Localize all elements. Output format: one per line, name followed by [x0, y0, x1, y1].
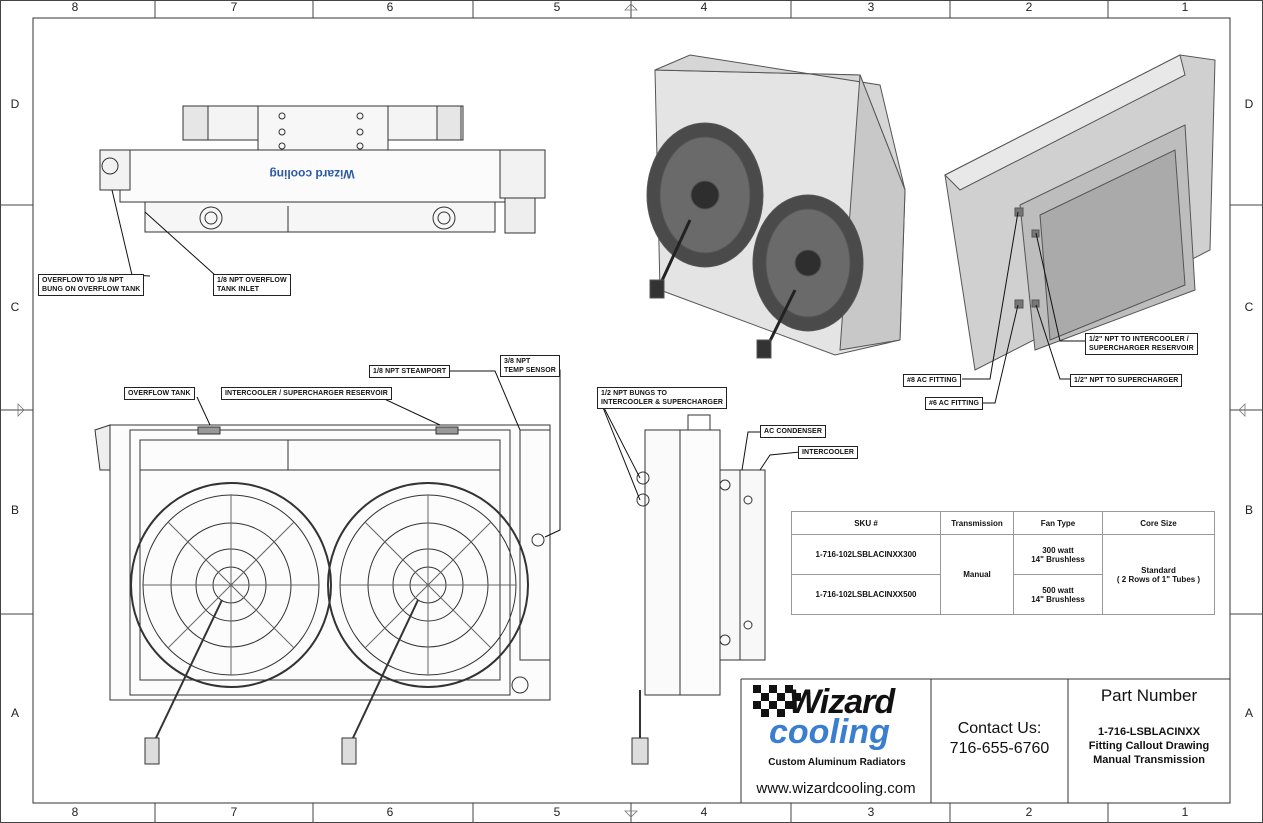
wizard-cooling-logo: Wizard cooling Custom Aluminum Radiators… — [741, 679, 931, 801]
front-view — [94, 424, 551, 765]
part-number: 1-716-LSBLACINXX — [1097, 726, 1201, 738]
callout-line: 1/2 NPT BUNGS TO — [601, 390, 668, 397]
zone-row-c-left: C — [10, 300, 20, 314]
cell-transmission: Manual — [940, 534, 1014, 615]
zone-col-5-bottom: 5 — [553, 805, 561, 819]
callout-overflow-tank-inlet: 1/8 NPT OVERFLOW TANK INLET — [213, 274, 291, 296]
header-transmission: Transmission — [940, 511, 1014, 535]
zone-row-a-left: A — [10, 706, 19, 720]
logo-wizard: Wizard — [789, 683, 895, 721]
core-size-name: Standard — [1141, 565, 1176, 575]
header-sku: SKU # — [791, 511, 941, 535]
callout-line: INTERCOOLER / SUPERCHARGER RESERVOIR — [225, 390, 388, 397]
callout-line: OVERFLOW TANK — [128, 390, 191, 397]
cell-core-size: Standard ( 2 Rows of 1" Tubes ) — [1102, 534, 1215, 615]
zone-row-b-right: B — [1244, 503, 1253, 517]
fan-desc: 14" Brushless — [1031, 594, 1085, 604]
callout-line: INTERCOOLER — [802, 449, 855, 456]
callout-temp-sensor: 3/8 NPT TEMP SENSOR — [500, 355, 560, 377]
cell-fan-type: 500 watt 14" Brushless — [1013, 574, 1103, 615]
table-row: 1-716-102LSBLACINXX300 Manual 300 watt 1… — [791, 534, 1215, 615]
table-row: 1-716-102LSBLACINXX500 500 watt 14" Brus… — [791, 574, 1215, 615]
callout-line: OVERFLOW TO 1/8 NPT — [42, 277, 124, 284]
zone-row-c-right: C — [1244, 300, 1254, 314]
zone-col-7-bottom: 7 — [230, 805, 238, 819]
cell-fan-type: 300 watt 14" Brushless — [1013, 534, 1103, 575]
callout-line: 1/2" NPT TO SUPERCHARGER — [1074, 377, 1179, 384]
callout-line: BUNG ON OVERFLOW TANK — [42, 286, 141, 293]
callout-line: 1/2" NPT TO INTERCOOLER / — [1089, 336, 1189, 343]
contact-label: Contact Us: — [957, 720, 1042, 737]
callout-line: 1/8 NPT STEAMPORT — [373, 368, 447, 375]
top-view-logo: Wizard cooling — [269, 167, 354, 181]
zone-col-8-top: 8 — [71, 0, 79, 14]
zone-col-6-bottom: 6 — [386, 805, 394, 819]
logo-cooling: cooling — [769, 713, 890, 751]
callout-npt-to-intercooler-reservoir: 1/2" NPT TO INTERCOOLER / SUPERCHARGER R… — [1085, 333, 1198, 355]
part-number-label: Part Number — [1100, 686, 1198, 705]
checkered-flag-icon — [753, 685, 801, 717]
callout-line: AC CONDENSER — [764, 428, 822, 435]
zone-row-a-right: A — [1244, 706, 1253, 720]
zone-col-3-bottom: 3 — [867, 805, 875, 819]
spec-table: SKU # Transmission Fan Type Core Size 1-… — [791, 511, 1215, 615]
callout-intercooler: INTERCOOLER — [798, 446, 859, 459]
callout-line: TANK INLET — [217, 286, 260, 293]
zone-row-d-left: D — [10, 97, 20, 111]
callout-line: SUPERCHARGER RESERVOIR — [1089, 345, 1194, 352]
iso-back-view — [944, 54, 1216, 371]
zone-col-4-bottom: 4 — [700, 805, 708, 819]
zone-col-7-top: 7 — [230, 0, 238, 14]
iso-front-view — [646, 54, 906, 359]
zone-col-2-top: 2 — [1025, 0, 1033, 14]
zone-col-2-bottom: 2 — [1025, 805, 1033, 819]
callout-line: #6 AC FITTING — [929, 400, 980, 407]
callout-ac6-fitting: #6 AC FITTING — [925, 397, 984, 410]
callout-intercooler-reservoir: INTERCOOLER / SUPERCHARGER RESERVOIR — [221, 387, 392, 400]
table-header-row: SKU # Transmission Fan Type Core Size — [791, 511, 1215, 535]
callout-line: #8 AC FITTING — [907, 377, 958, 384]
drawing-description: Fitting Callout Drawing — [1088, 740, 1210, 752]
fan-desc: 14" Brushless — [1031, 554, 1085, 564]
zone-col-8-bottom: 8 — [71, 805, 79, 819]
callout-line: 3/8 NPT — [504, 358, 531, 365]
core-size-desc: ( 2 Rows of 1" Tubes ) — [1116, 574, 1201, 584]
zone-col-6-top: 6 — [386, 0, 394, 14]
zone-col-1-bottom: 1 — [1181, 805, 1189, 819]
header-core-size: Core Size — [1102, 511, 1215, 535]
contact-phone: 716-655-6760 — [949, 740, 1050, 757]
callout-overflow-to-npt: OVERFLOW TO 1/8 NPT BUNG ON OVERFLOW TAN… — [38, 274, 145, 296]
zone-col-4-top: 4 — [700, 0, 708, 14]
zone-col-3-top: 3 — [867, 0, 875, 14]
callout-npt-bungs: 1/2 NPT BUNGS TO INTERCOOLER & SUPERCHAR… — [597, 387, 727, 409]
cell-sku: 1-716-102LSBLACINXX300 — [791, 534, 941, 575]
callout-steamport: 1/8 NPT STEAMPORT — [369, 365, 451, 378]
website-link[interactable]: www.wizardcooling.com — [756, 780, 916, 797]
header-fan-type: Fan Type — [1013, 511, 1103, 535]
callout-overflow-tank: OVERFLOW TANK — [124, 387, 195, 400]
callout-ac8-fitting: #8 AC FITTING — [903, 374, 962, 387]
callout-ac-condenser: AC CONDENSER — [760, 425, 826, 438]
zone-col-5-top: 5 — [553, 0, 561, 14]
cell-sku: 1-716-102LSBLACINXX500 — [791, 574, 941, 615]
callout-npt-to-supercharger: 1/2" NPT TO SUPERCHARGER — [1070, 374, 1183, 387]
fan-power: 300 watt — [1042, 545, 1074, 555]
callout-line: TEMP SENSOR — [504, 367, 556, 374]
zone-row-d-right: D — [1244, 97, 1254, 111]
top-view — [99, 105, 546, 234]
fan-power: 500 watt — [1042, 585, 1074, 595]
drawing-transmission: Manual Transmission — [1093, 754, 1205, 766]
callout-line: 1/8 NPT OVERFLOW — [217, 277, 287, 284]
zone-row-b-left: B — [10, 503, 19, 517]
zone-col-1-top: 1 — [1181, 0, 1189, 14]
side-view — [631, 414, 766, 765]
callout-line: INTERCOOLER & SUPERCHARGER — [601, 399, 723, 406]
logo-tagline: Custom Aluminum Radiators — [768, 757, 906, 768]
